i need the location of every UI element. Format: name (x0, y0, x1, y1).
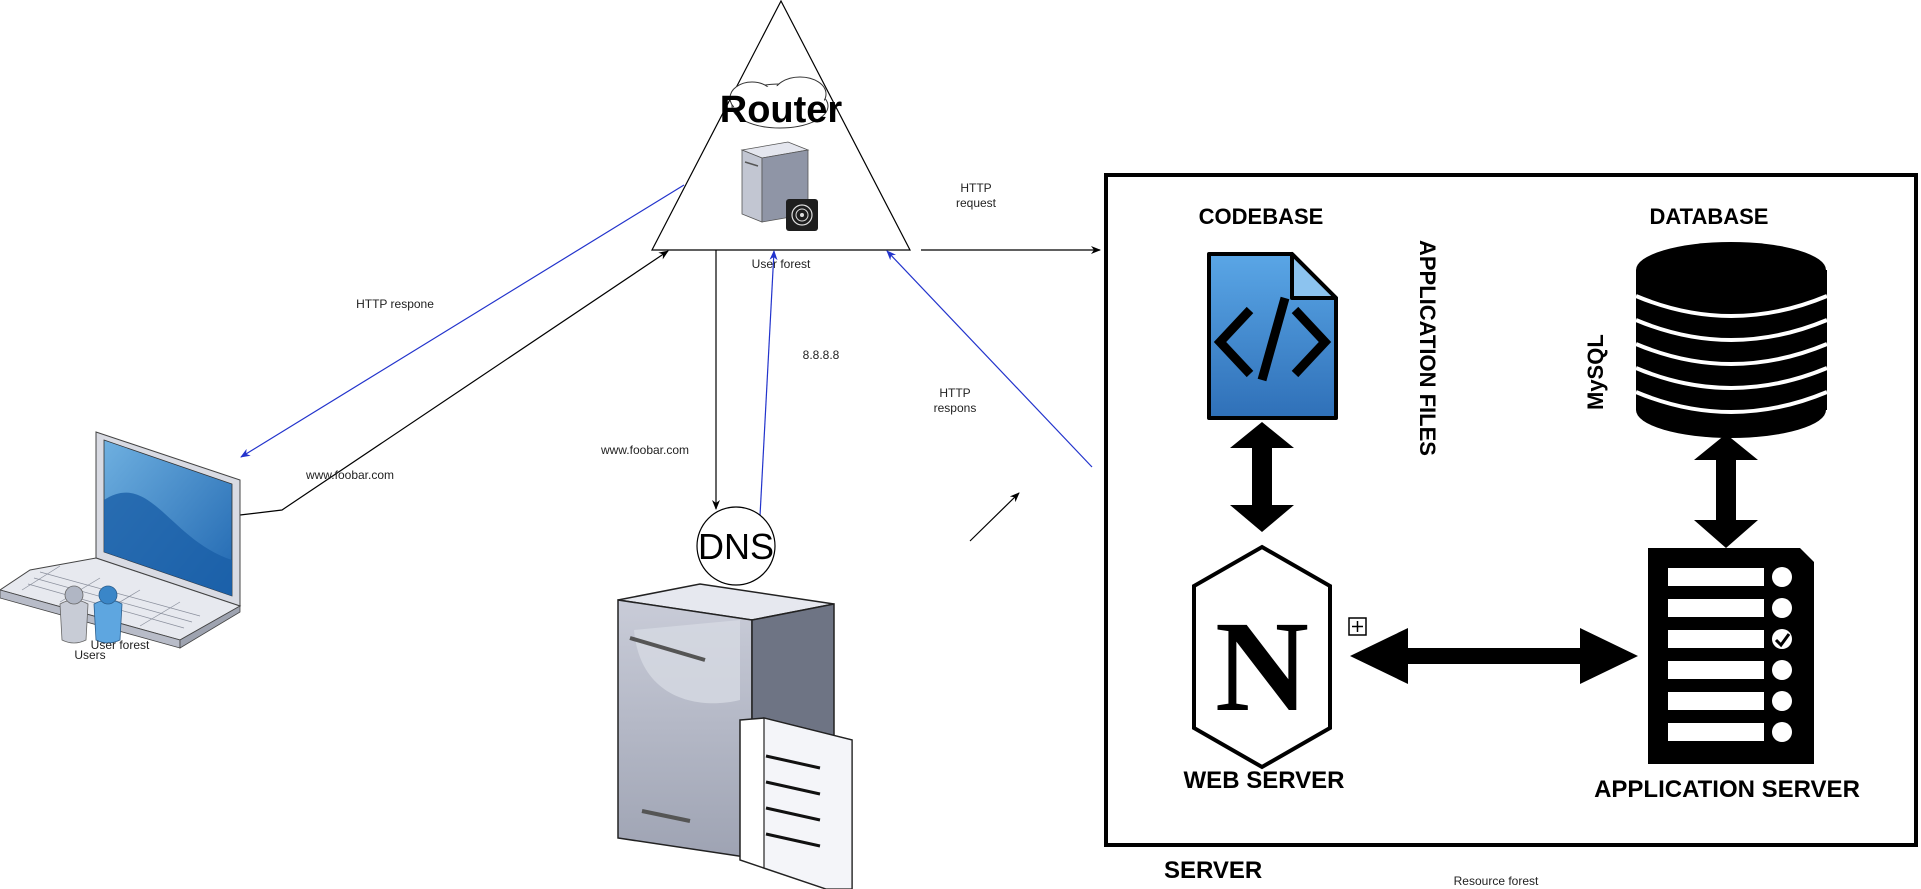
users-icon[interactable] (59, 585, 123, 644)
http-response-link-right[interactable] (886, 250, 1093, 468)
codebase-title: CODEBASE (1199, 204, 1324, 229)
edge-label-http-request-2: request (956, 196, 997, 210)
router-label: Router (720, 89, 843, 131)
dns-label: DNS (698, 526, 774, 567)
webserver-appserver-arrow (1350, 628, 1638, 684)
http-response-link-blue[interactable] (240, 184, 685, 458)
mysql-label: MySQL (1583, 334, 1608, 410)
database-title: DATABASE (1650, 204, 1769, 229)
codebase-webserver-arrow (1230, 422, 1294, 532)
code-file-icon (1207, 252, 1338, 420)
dns-node[interactable]: DNS (617, 506, 853, 889)
nginx-icon: N (1192, 544, 1332, 770)
www-foobar-link[interactable] (239, 250, 669, 516)
nginx-glyph: N (1215, 595, 1309, 739)
edge-label-http-response-r1: HTTP (939, 386, 970, 400)
resource-forest-label: Resource forest (1454, 874, 1539, 888)
app-files-label: APPLICATION FILES (1415, 240, 1440, 456)
router-server-icon (740, 141, 818, 231)
edge-label-www-foobar-dns: www.foobar.com (600, 443, 689, 457)
app-server-label: APPLICATION SERVER (1594, 776, 1860, 803)
edge-label-http-request-1: HTTP (960, 181, 991, 195)
dns-server-icon (617, 583, 853, 889)
web-server-label: WEB SERVER (1184, 767, 1345, 794)
cloud-icon (729, 76, 829, 129)
edge-label-www-foobar: www.foobar.com (305, 468, 394, 482)
users-label: Users (74, 648, 105, 662)
edge-label-http-response-r2: respons (934, 401, 977, 415)
database-appserver-arrow (1694, 434, 1758, 548)
users-sublabel: User forest (91, 638, 150, 652)
stray-arrow (969, 492, 1020, 542)
server-group[interactable]: CODEBASE DATABASE APPLICATION FILES MySQ (1104, 173, 1918, 847)
router-node[interactable]: Router User forest (651, 0, 911, 271)
server-label: SERVER (1164, 857, 1262, 884)
app-server-icon (1648, 548, 1814, 764)
edge-label-dns-ip: 8.8.8.8 (803, 348, 840, 362)
laptop-icon[interactable] (0, 431, 242, 649)
dns-circle (696, 506, 776, 586)
dns-to-router-link[interactable] (759, 250, 778, 517)
router-sublabel: User forest (752, 257, 811, 271)
database-icon (1635, 242, 1828, 438)
expand-icon[interactable] (1348, 617, 1367, 636)
edge-label-http-response: HTTP respone (356, 297, 434, 311)
